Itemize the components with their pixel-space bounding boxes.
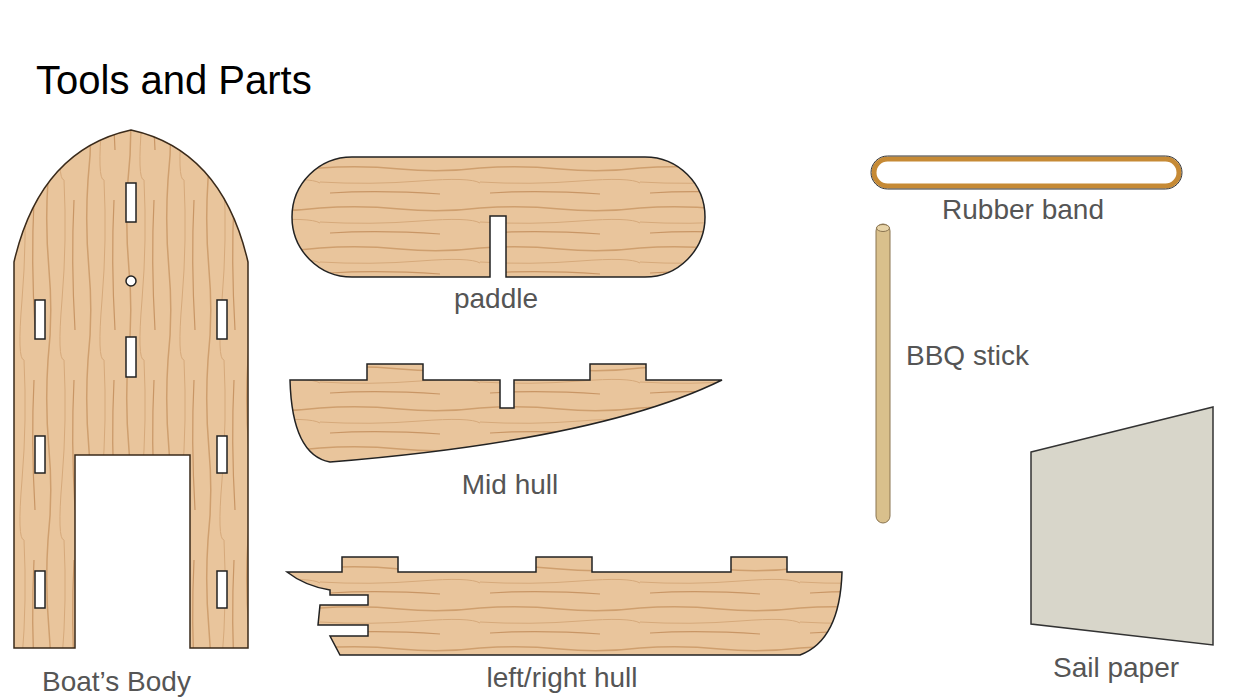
sail-paper	[1031, 407, 1213, 645]
mid-hull	[290, 364, 722, 462]
left-right-hull	[287, 557, 842, 655]
part-label: paddle	[454, 283, 538, 315]
page-title: Tools and Parts	[36, 58, 312, 103]
part-label: Sail paper	[1053, 652, 1179, 684]
rubber-band-outline	[871, 156, 1182, 189]
rubber-band	[874, 159, 1179, 186]
part-label: Mid hull	[462, 469, 558, 501]
part-label: BBQ stick	[906, 340, 1029, 372]
part-label: left/right hull	[487, 662, 638, 694]
part-label: Rubber band	[942, 194, 1104, 226]
bbq-stick	[876, 224, 890, 523]
part-label: Boat’s Body	[42, 666, 191, 698]
paddle	[292, 157, 705, 277]
stick-end	[877, 225, 890, 232]
boat-body	[14, 130, 248, 648]
